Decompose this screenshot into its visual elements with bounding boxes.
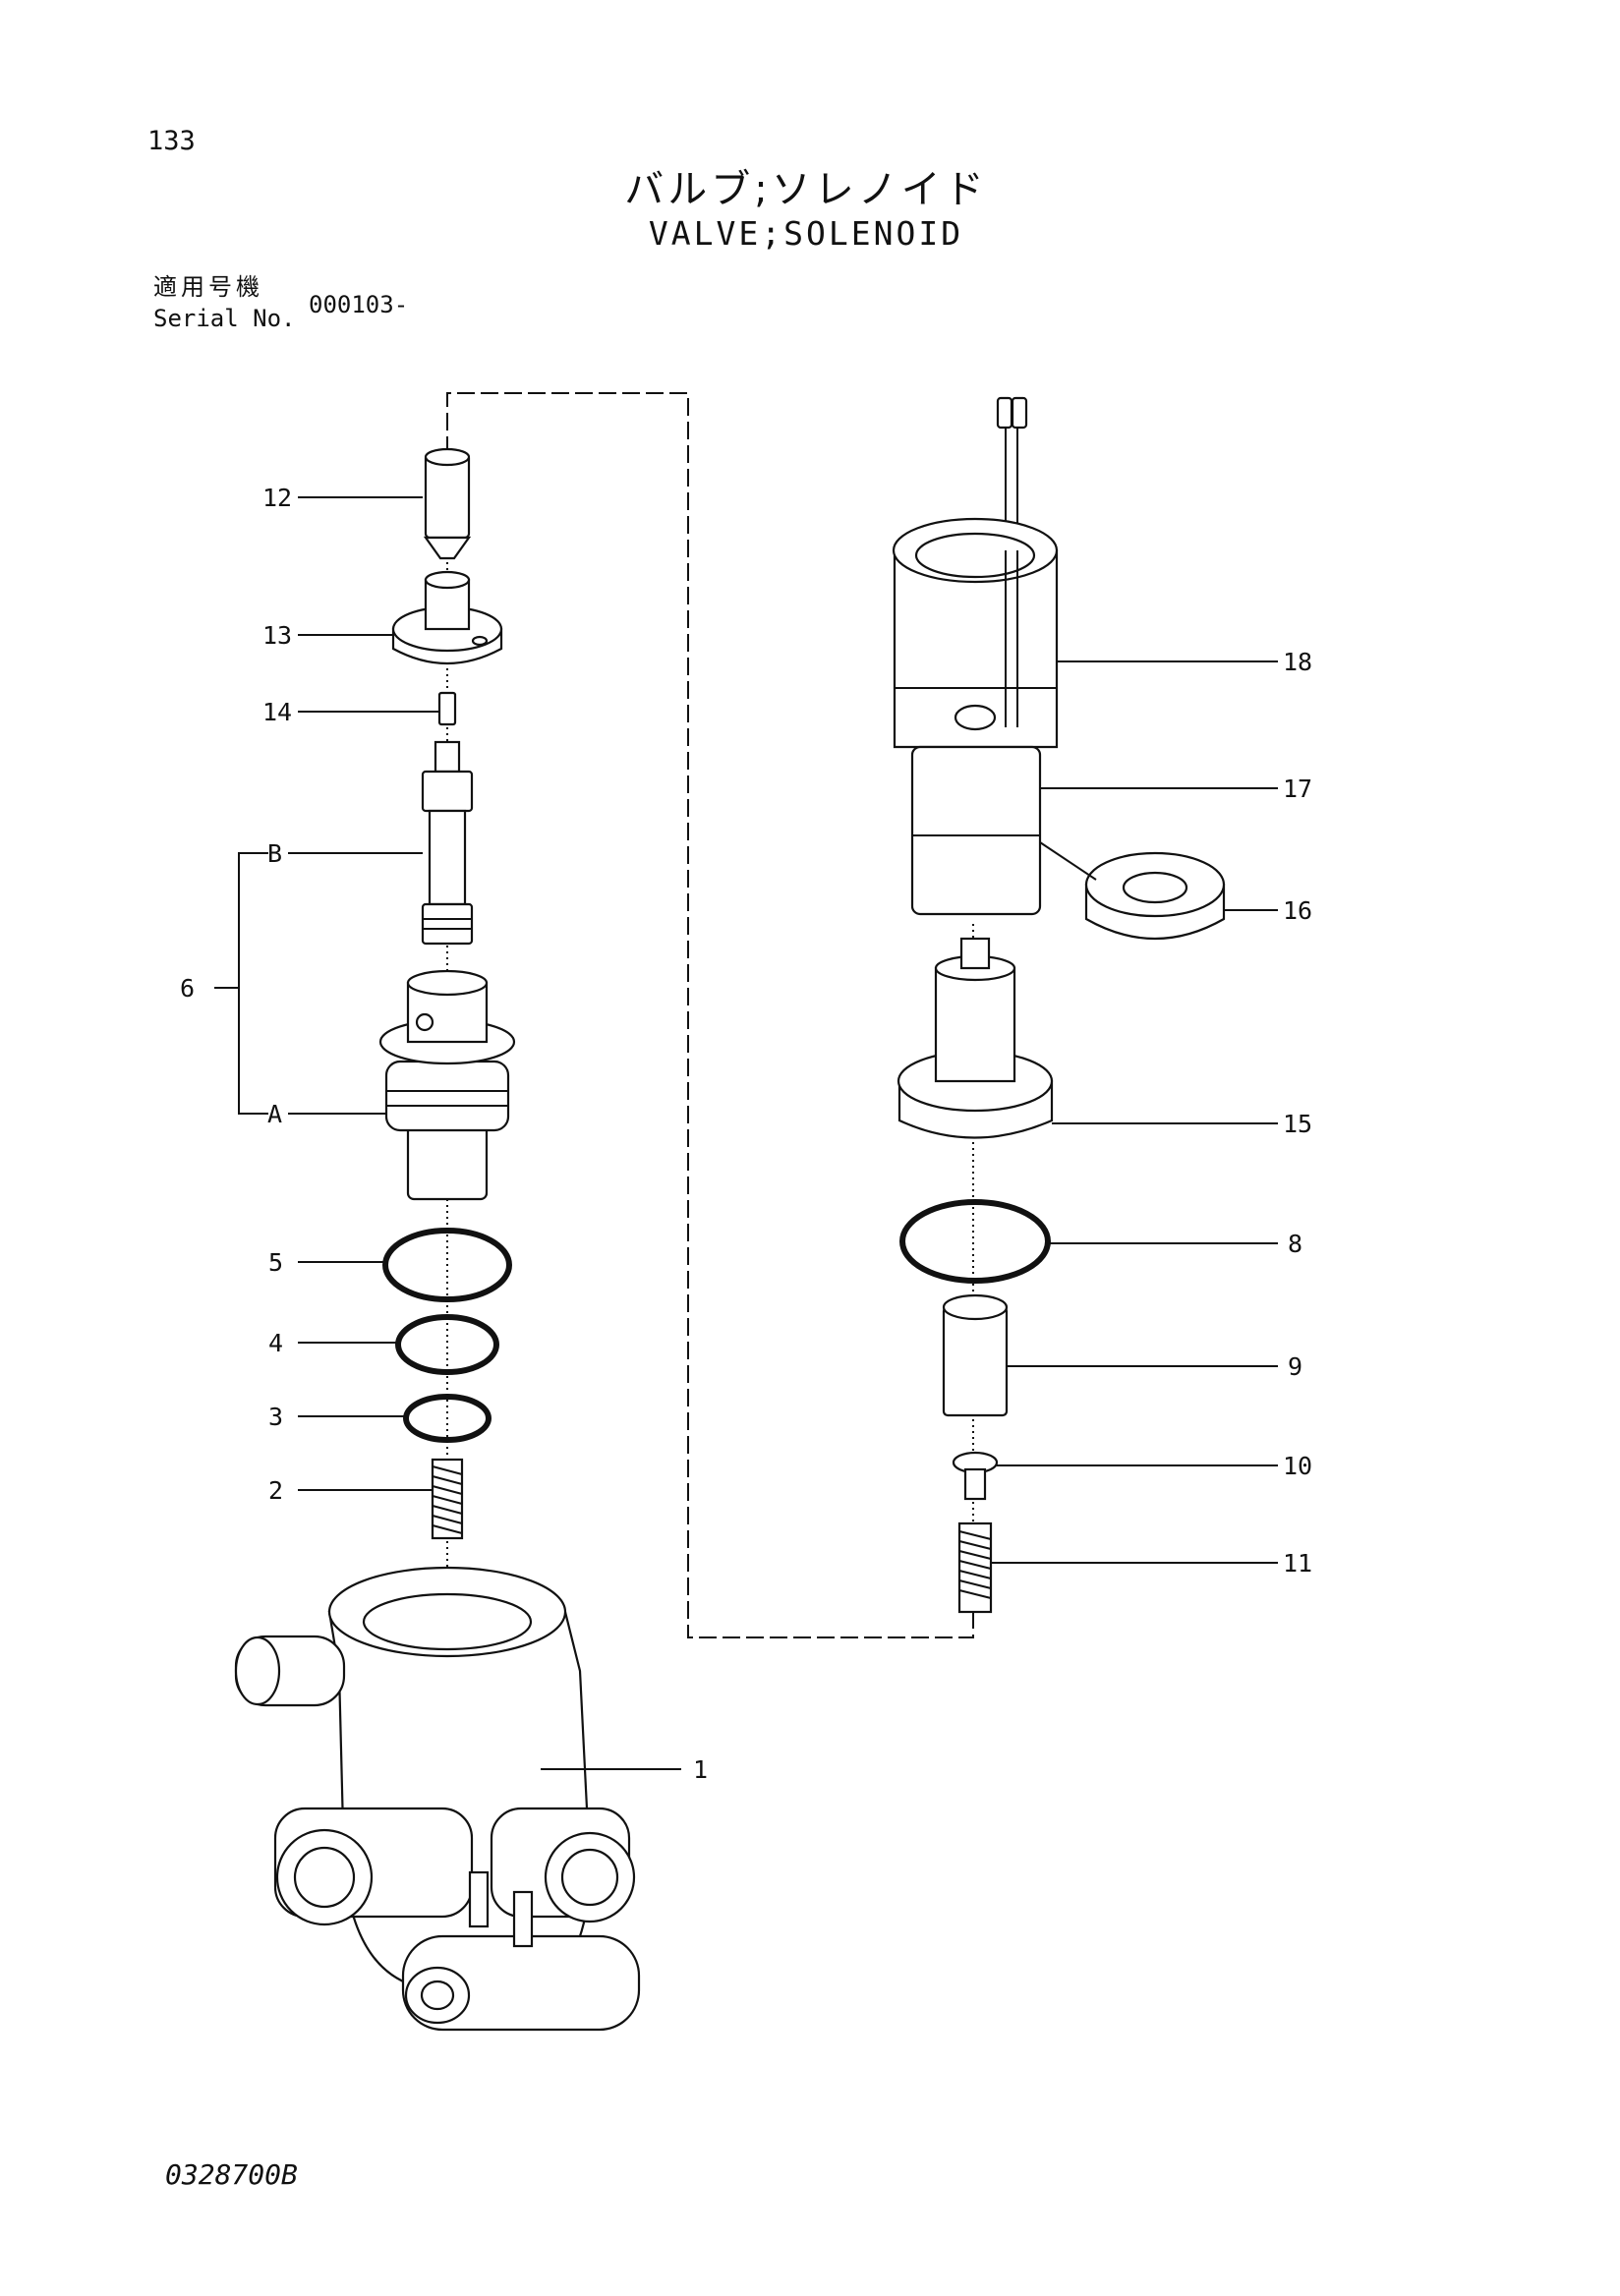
page-number: 133 bbox=[147, 126, 196, 156]
part-15-stator bbox=[897, 937, 1054, 1139]
callout-14: 14 bbox=[262, 698, 292, 726]
part-17-coil bbox=[910, 745, 1042, 916]
document-code: 0328700B bbox=[165, 2158, 298, 2191]
part-13-flange bbox=[391, 570, 503, 664]
callout-4: 4 bbox=[268, 1329, 283, 1357]
part-4-o-ring bbox=[395, 1314, 499, 1375]
callout-5: 5 bbox=[268, 1248, 283, 1277]
callout-A: A bbox=[267, 1100, 282, 1128]
callout-3: 3 bbox=[268, 1403, 283, 1431]
part-11-spring bbox=[957, 1521, 993, 1614]
part-5-o-ring bbox=[382, 1228, 512, 1302]
part-A-sleeve bbox=[378, 969, 516, 1201]
part-B-spool bbox=[421, 740, 474, 946]
part-16-washer bbox=[1084, 851, 1226, 940]
title-japanese: バルブ;ソレノイド bbox=[624, 167, 988, 212]
callout-11: 11 bbox=[1283, 1549, 1312, 1578]
part-1-valve-body bbox=[234, 1566, 641, 2032]
part-2-spring bbox=[431, 1458, 464, 1540]
part-12-plug bbox=[423, 447, 472, 560]
title-english: VALVE;SOLENOID bbox=[648, 214, 964, 253]
callout-9: 9 bbox=[1288, 1352, 1302, 1381]
callout-1: 1 bbox=[693, 1755, 708, 1784]
callout-18: 18 bbox=[1283, 648, 1312, 676]
part-9-plunger bbox=[942, 1293, 1009, 1417]
serial-label-english: Serial No. bbox=[153, 305, 296, 332]
serial-number-value: 000103- bbox=[309, 291, 409, 318]
callout-16: 16 bbox=[1283, 896, 1312, 925]
part-18-solenoid-housing bbox=[892, 396, 1059, 749]
callout-6: 6 bbox=[180, 974, 195, 1003]
callout-15: 15 bbox=[1283, 1110, 1312, 1138]
callout-17: 17 bbox=[1283, 775, 1312, 803]
serial-label-japanese: 適用号機 bbox=[153, 273, 263, 301]
part-3-o-ring bbox=[403, 1394, 492, 1443]
part-8-o-ring bbox=[899, 1199, 1051, 1284]
assembly-guide-line bbox=[446, 392, 974, 1638]
callout-8: 8 bbox=[1288, 1230, 1302, 1258]
callout-13: 13 bbox=[262, 621, 292, 650]
callout-12: 12 bbox=[262, 484, 292, 512]
part-10-poppet bbox=[952, 1451, 999, 1501]
callout-10: 10 bbox=[1283, 1452, 1312, 1480]
callout-2: 2 bbox=[268, 1476, 283, 1505]
callout-B: B bbox=[267, 839, 282, 868]
part-14-pin bbox=[437, 691, 457, 726]
